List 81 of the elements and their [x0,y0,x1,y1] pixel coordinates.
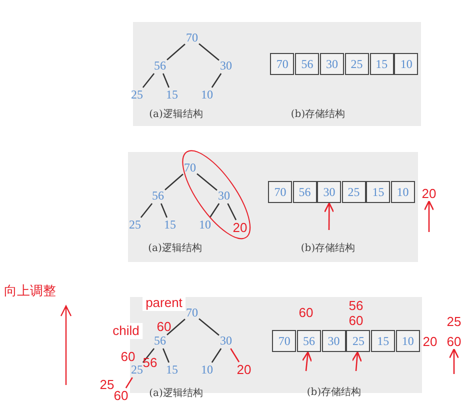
connector-line [166,44,186,60]
array-cell: 56 [297,330,322,352]
connector-line [160,203,168,218]
connector-line [227,203,237,220]
arrow [424,200,434,232]
connector-line [125,377,133,388]
annotation-number: 56 [142,356,158,370]
arrow [302,351,312,372]
heap-node-number: 70 [186,306,198,320]
connector-line [162,348,170,363]
array-cell: 10 [396,330,420,352]
heap-node-number: 10 [199,218,211,232]
array-cell: 70 [268,181,292,203]
heap-node-number: 56 [154,334,166,348]
heap-node-number: 25 [129,218,141,232]
annotation-number: 60 [120,350,136,364]
annotation-text: parent [142,295,186,311]
caption: (b)存储结构 [300,242,356,255]
array-cell: 25 [342,181,366,203]
array-cell: 10 [390,181,415,203]
heap-node-number: 15 [164,218,176,232]
annotation-number: 20 [422,187,436,201]
array-cell: 56 [295,53,320,75]
annotation-number: 20 [232,221,248,235]
connector-line [142,348,155,363]
heap-node-number: 56 [152,190,164,202]
caption: (b)存储结构 [290,108,346,121]
annotation-number: 60 [446,335,462,349]
array-cell: 70 [270,53,294,75]
array-cell: 25 [346,330,370,352]
arrow [324,202,334,230]
annotation-number: 25 [100,378,114,392]
heap-node-number: 25 [131,88,143,102]
array-cell: 15 [371,330,396,352]
connector-line [196,173,218,191]
heap-node-number: 56 [154,60,166,72]
heap-node-number: 70 [184,162,196,174]
arrow [352,351,362,372]
heap-node-number: 15 [166,88,178,102]
array-cell: 10 [394,53,418,75]
connector-line [164,174,184,190]
array-cell: 25 [344,53,369,75]
array-cell: 70 [272,330,296,352]
array-cell: 30 [317,181,342,203]
connector-line [166,318,186,336]
connector-line [230,348,240,362]
array-cell: 30 [320,53,344,75]
connector-line [142,73,155,88]
heap-node-number: 70 [186,32,198,44]
annotation-number: 60 [114,389,128,403]
annotation-number: 20 [422,335,438,349]
array-cell: 30 [322,330,346,352]
annotation-number: 56 [348,299,364,313]
heap-node-number: 30 [220,60,232,72]
caption: (a)逻辑结构 [149,108,203,121]
heap-node-number: 30 [218,190,230,202]
heap-node-number: 25 [131,364,143,376]
annotation-number: 60 [298,306,314,320]
caption: (a)逻辑结构 [149,386,203,400]
annotation-number: 60 [156,320,172,334]
array-cell: 56 [292,181,317,203]
connector-line [140,203,153,218]
heap-node-number: 15 [166,364,178,376]
connector-line [211,348,222,363]
array-cell: 15 [370,53,394,75]
connector-line [198,43,220,61]
heap-node-number: 10 [201,88,213,102]
caption: (b)存储结构 [306,386,362,399]
arrow [448,348,460,374]
annotation-text: 向上调整 [4,284,56,298]
array-cell: 15 [366,181,390,203]
connector-line [162,73,170,88]
annotation-number: 25 [446,315,462,329]
heap-node-number: 30 [220,334,232,348]
caption: (a)逻辑结构 [148,242,202,255]
annotation-number: 20 [236,363,252,377]
heap-node-number: 10 [201,364,213,376]
connector-line [211,73,222,88]
connector-line [198,318,220,336]
connector-line [209,203,220,218]
annotation-number: 60 [348,314,364,328]
